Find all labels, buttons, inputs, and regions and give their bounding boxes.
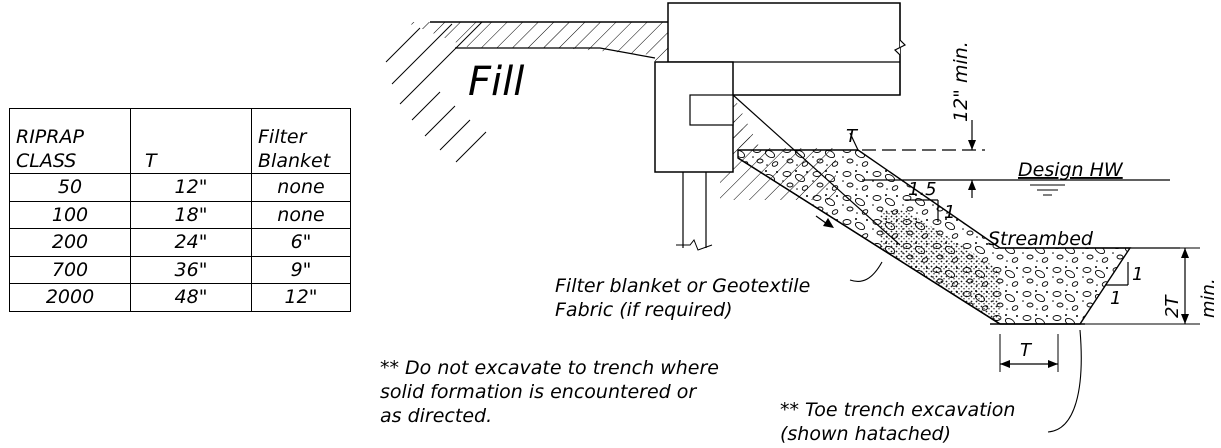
- break-line: [893, 3, 907, 95]
- header-t: T: [130, 108, 252, 174]
- table-row: 100 18" none: [9, 200, 351, 229]
- header-filter-line2: Blanket: [258, 150, 331, 172]
- min-2t-label-line1: 2T: [1162, 294, 1183, 318]
- min-2t-label-line2: min.: [1198, 278, 1219, 318]
- toe-t-arrow-left: [1000, 360, 1010, 368]
- header-filter-line1: Filter: [258, 126, 307, 148]
- header-filter-blanket: Filter Blanket: [251, 108, 351, 174]
- toe-slope-label-1: 1: [1132, 264, 1143, 285]
- cell-class: 2000: [9, 283, 131, 312]
- excavate-note-line3: as directed.: [380, 405, 492, 427]
- cell-t: 36": [130, 255, 252, 284]
- filter-note-line1: Filter blanket or Geotextile: [555, 275, 810, 297]
- abutment-seat: [689, 94, 734, 126]
- cell-filter: 12": [251, 283, 351, 312]
- dim-12min-arrow-top: [968, 140, 976, 150]
- slope-hatch: [733, 95, 760, 148]
- riprap-class-table: RIPRAP CLASS T Filter Blanket 50 12" non…: [9, 108, 351, 312]
- filter-blanket: [880, 210, 1000, 324]
- fill-hatch-lines: [385, 21, 487, 163]
- dim-2t-arrow-bottom: [1181, 314, 1189, 324]
- dim-12min-arrow-bottom: [968, 180, 976, 190]
- cell-t: 12": [130, 173, 252, 202]
- header-t-text: T: [145, 150, 157, 172]
- header-class-line2: CLASS: [16, 150, 77, 172]
- table-row: 2000 48" 12": [9, 283, 351, 312]
- slope-run-label: 1.5: [908, 179, 937, 200]
- design-hw-label: Design HW: [1018, 159, 1124, 181]
- header-class-line1: RIPRAP: [16, 126, 84, 148]
- t-dim-arrow: [823, 218, 834, 228]
- fill-top-line: [455, 47, 656, 59]
- table-row: 50 12" none: [9, 173, 351, 202]
- table-header-row: RIPRAP CLASS T Filter Blanket: [9, 108, 351, 174]
- cell-filter: 9": [251, 255, 351, 284]
- cell-filter: none: [251, 200, 351, 229]
- toe-note-line1: ** Toe trench excavation: [780, 399, 1015, 421]
- cell-t: 24": [130, 228, 252, 257]
- dim-2t-arrow-top: [1181, 248, 1189, 258]
- table-row: 200 24" 6": [9, 228, 351, 257]
- riprap-bottom-line: [737, 157, 1001, 325]
- cell-class: 200: [9, 228, 131, 257]
- toe-t-label: T: [1020, 340, 1033, 361]
- cell-filter: 6": [251, 228, 351, 257]
- toe-slope-label-2: 1: [1110, 288, 1121, 309]
- table-row: 700 36" 9": [9, 255, 351, 284]
- cell-filter: none: [251, 173, 351, 202]
- min-12-label: 12" min.: [950, 41, 972, 122]
- header-riprap-class: RIPRAP CLASS: [9, 108, 131, 174]
- filter-leader: [849, 261, 883, 282]
- t-dim-line: [849, 132, 859, 151]
- cell-t: 18": [130, 200, 252, 229]
- toe-note-line2: (shown hatached): [780, 423, 951, 445]
- cell-t: 48": [130, 283, 252, 312]
- fill-label: Fill: [468, 59, 524, 105]
- filter-note-line2: Fabric (if required): [555, 299, 733, 321]
- excavate-note-line1: ** Do not excavate to trench where: [380, 357, 719, 379]
- t-thickness-label: T: [846, 126, 859, 147]
- cell-class: 50: [9, 173, 131, 202]
- toe-t-arrow-right: [1048, 360, 1058, 368]
- streambed-label: Streambed: [988, 228, 1094, 250]
- excavate-note-line2: solid formation is encountered or: [380, 381, 697, 403]
- pile-break: [676, 239, 713, 251]
- slope-rise-label: 1: [944, 202, 955, 223]
- toe-note-leader: [1047, 329, 1082, 433]
- cell-class: 100: [9, 200, 131, 229]
